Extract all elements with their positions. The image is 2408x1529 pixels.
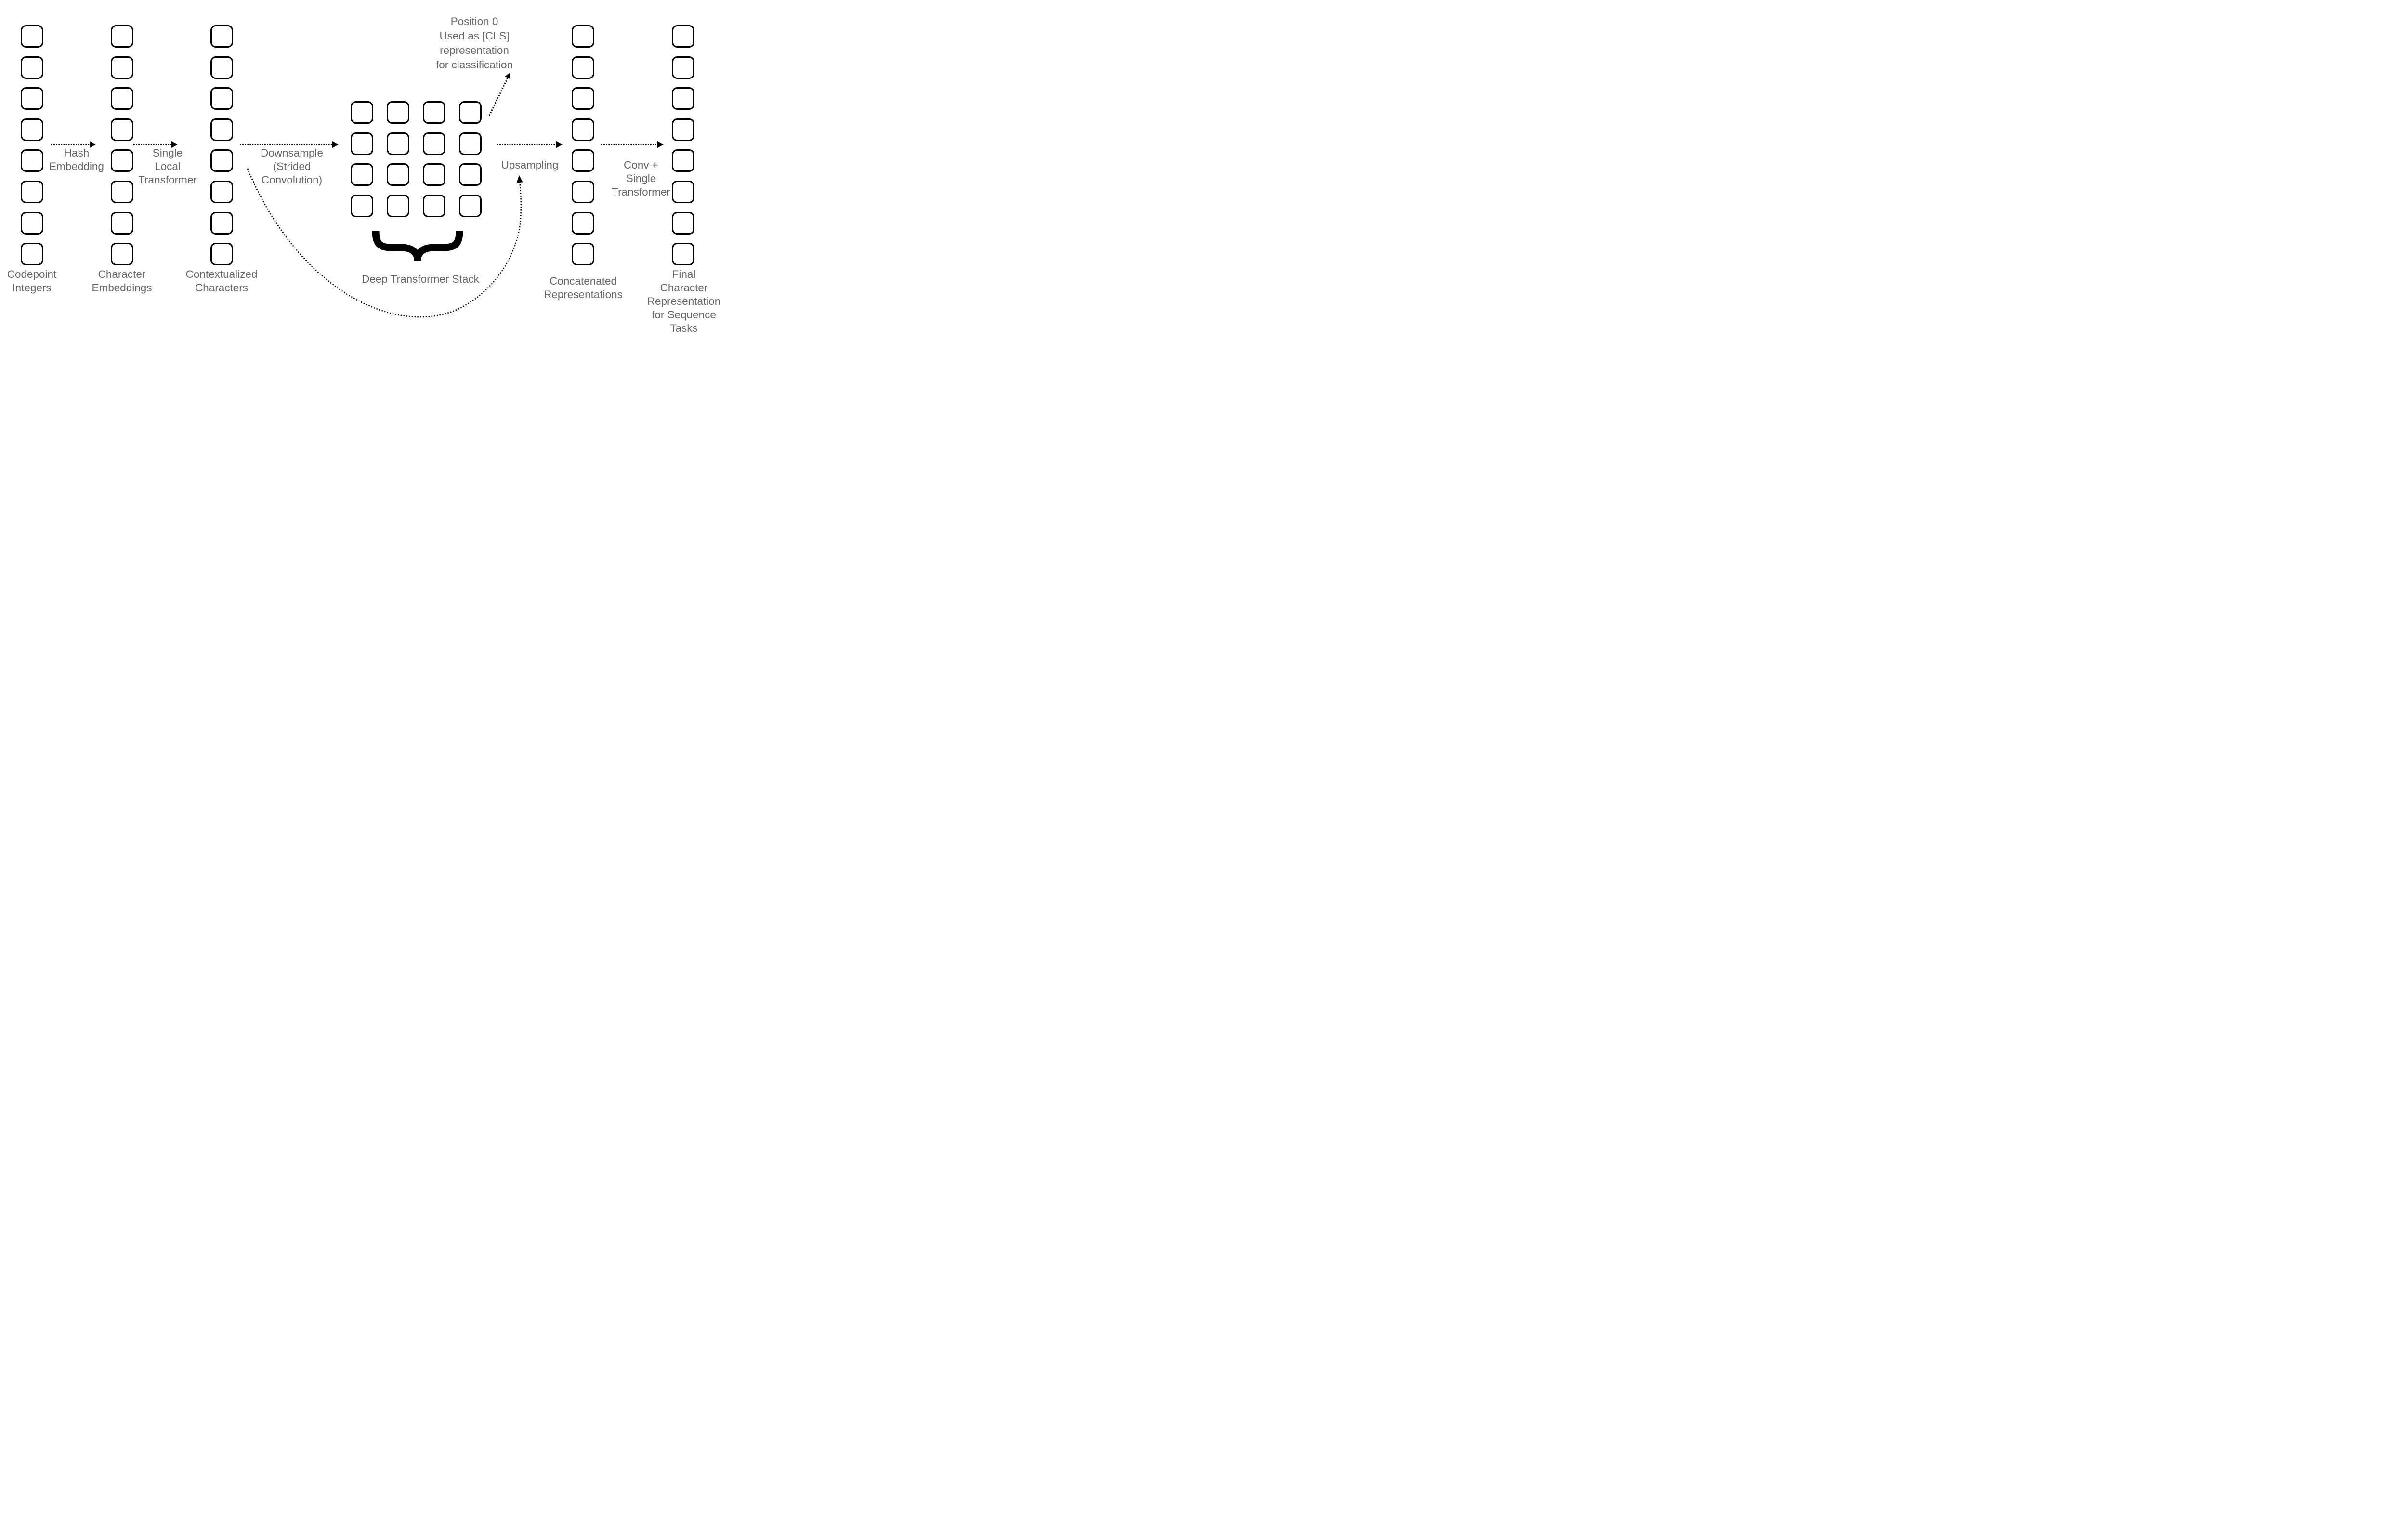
concatenated-representation-box — [572, 181, 594, 203]
deep-stack-box — [351, 101, 373, 124]
contextualized-character-box — [210, 149, 233, 172]
upsampling-label: Upsampling — [501, 159, 559, 171]
deep-stack-box — [351, 163, 373, 186]
concatenated-representations-caption: Concatenated Representations — [544, 275, 623, 301]
final-representation-box — [672, 56, 694, 79]
deep-transformer-stack-caption: Deep Transformer Stack — [362, 273, 479, 285]
character-embedding-box — [111, 211, 133, 235]
local-transformer-label: Single Local Transformer — [138, 147, 197, 186]
deep-stack-box — [423, 132, 445, 155]
codepoint-box — [21, 181, 43, 203]
codepoint-box — [21, 243, 43, 266]
contextualized-character-box — [210, 118, 233, 141]
deep-stack-brace — [372, 231, 463, 261]
contextualized-character-box — [210, 87, 233, 110]
character-embeddings-caption: Character Embeddings — [92, 268, 152, 294]
contextualized-character-box — [210, 211, 233, 235]
character-embedding-box — [111, 149, 133, 172]
codepoint-box — [21, 25, 43, 48]
concatenated-representation-box — [572, 149, 594, 172]
character-embedding-box — [111, 56, 133, 79]
codepoint-box — [21, 149, 43, 172]
final-representation-box — [672, 149, 694, 172]
cls-position-arrow — [488, 78, 509, 116]
character-embedding-box — [111, 243, 133, 266]
deep-stack-box — [423, 101, 445, 124]
deep-stack-box — [459, 194, 482, 217]
character-embedding-box — [111, 25, 133, 48]
character-embedding-box — [111, 118, 133, 141]
concatenated-representation-box — [572, 87, 594, 110]
final-representation-box — [672, 25, 694, 48]
contextualized-character-box — [210, 25, 233, 48]
deep-stack-box — [459, 101, 482, 124]
concatenated-representation-box — [572, 118, 594, 141]
concatenated-representation-box — [572, 25, 594, 48]
codepoint-box — [21, 211, 43, 235]
hash-embedding-label: Hash Embedding — [49, 147, 104, 172]
skip-connection-arrowhead — [516, 175, 523, 183]
deep-stack-box — [459, 163, 482, 186]
upsampling-arrowhead — [556, 141, 563, 148]
contextualized-character-box — [210, 243, 233, 266]
deep-stack-box — [387, 194, 409, 217]
canine-architecture-diagram: Hash Embedding Single Local Transformer … — [0, 0, 740, 341]
concatenated-representation-box — [572, 211, 594, 235]
deep-stack-box — [387, 132, 409, 155]
final-representation-box — [672, 87, 694, 110]
conv-transformer-arrowhead — [657, 141, 664, 148]
conv-transformer-label: Conv + Single Transformer — [612, 159, 670, 198]
codepoint-box — [21, 118, 43, 141]
contextualized-character-box — [210, 181, 233, 203]
contextualized-character-box — [210, 56, 233, 79]
final-representation-caption: Final Character Representation for Seque… — [647, 268, 721, 334]
deep-stack-box — [351, 194, 373, 217]
deep-stack-box — [459, 132, 482, 155]
character-embedding-box — [111, 181, 133, 203]
skip-connection-arrow — [247, 168, 522, 318]
codepoint-integers-caption: Codepoint Integers — [7, 268, 57, 294]
deep-stack-box — [351, 132, 373, 155]
character-embedding-box — [111, 87, 133, 110]
final-representation-box — [672, 243, 694, 266]
deep-stack-box — [423, 163, 445, 186]
deep-stack-box — [387, 163, 409, 186]
cls-position-arrowhead — [505, 72, 510, 79]
final-representation-box — [672, 181, 694, 203]
codepoint-box — [21, 87, 43, 110]
codepoint-box — [21, 56, 43, 79]
concatenated-representation-box — [572, 56, 594, 79]
downsample-label: Downsample (Strided Convolution) — [260, 147, 324, 186]
deep-stack-box — [423, 194, 445, 217]
final-representation-box — [672, 118, 694, 141]
cls-position-note: Position 0 Used as [CLS] representation … — [435, 15, 513, 71]
concatenated-representation-box — [572, 243, 594, 266]
contextualized-characters-caption: Contextualized Characters — [185, 268, 258, 294]
downsample-arrowhead — [332, 141, 339, 148]
final-representation-box — [672, 211, 694, 235]
deep-stack-box — [387, 101, 409, 124]
